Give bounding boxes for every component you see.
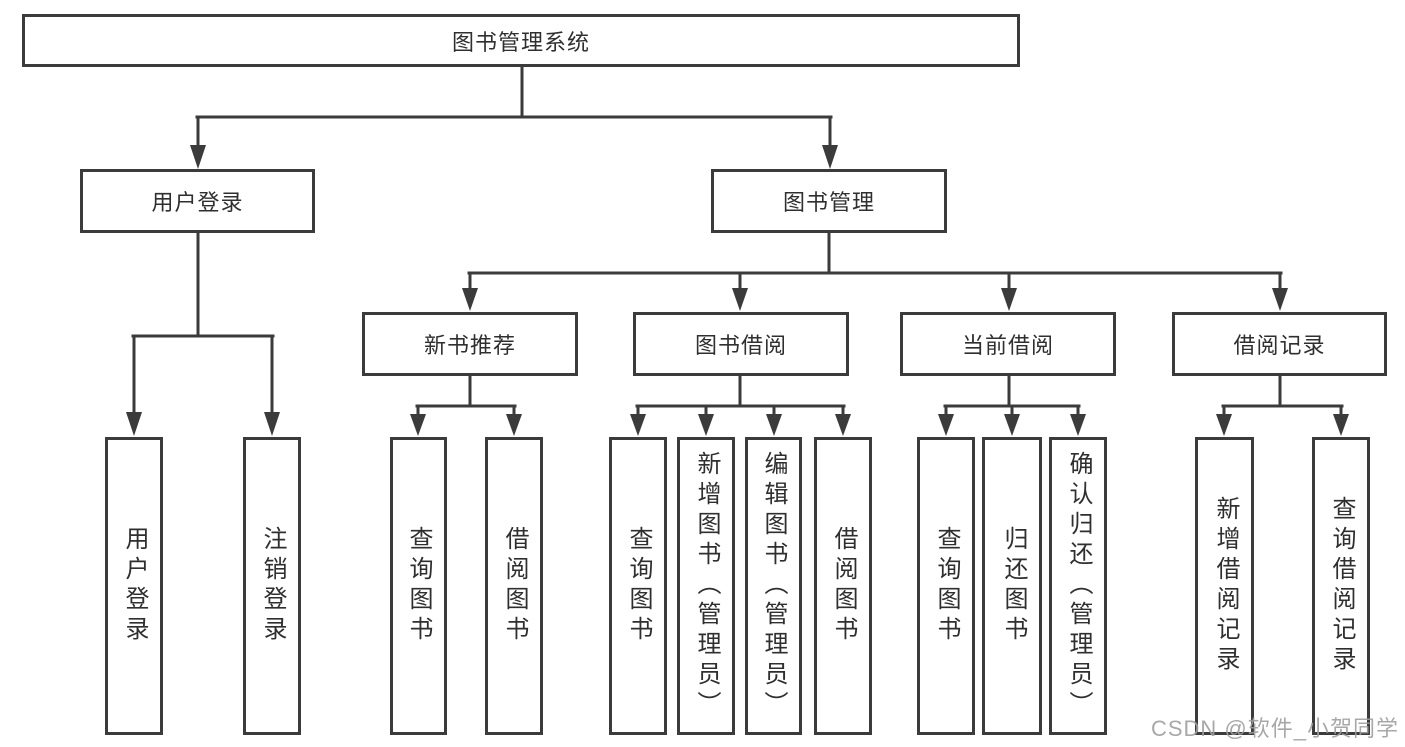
node-leaf-query-borrow-record: 查询借阅记录	[1312, 437, 1370, 735]
connector-new-book-children	[410, 374, 522, 436]
connector-book-borrow-children	[630, 374, 851, 436]
node-leaf-return-book: 归还图书	[982, 437, 1042, 735]
node-user-login-module: 用户登录	[80, 169, 315, 233]
node-book-borrow: 图书借阅	[633, 312, 849, 376]
node-leaf-query-book-3: 查询图书	[917, 437, 975, 735]
node-leaf-borrow-book-2: 借阅图书	[814, 437, 872, 735]
node-root-system: 图书管理系统	[22, 14, 1020, 67]
connector-book-mgmt-to-level3	[462, 231, 1288, 311]
node-leaf-add-book-admin: 新增图书（管理员）	[677, 437, 735, 735]
node-leaf-user-login: 用户登录	[105, 437, 163, 735]
node-leaf-add-borrow-record: 新增借阅记录	[1195, 437, 1254, 735]
csdn-watermark: CSDN @软件_小贺同学	[1150, 716, 1399, 741]
node-leaf-borrow-book-1: 借阅图书	[485, 437, 543, 735]
connector-user-login-children	[126, 231, 280, 436]
node-leaf-query-book-1: 查询图书	[390, 437, 447, 735]
connector-root-to-level2	[190, 65, 838, 169]
node-borrow-records: 借阅记录	[1172, 312, 1387, 376]
node-new-book-recommend: 新书推荐	[362, 312, 578, 376]
node-current-borrow: 当前借阅	[900, 312, 1116, 376]
connector-borrow-record-children	[1216, 374, 1349, 436]
connector-current-borrow-children	[938, 374, 1086, 436]
node-leaf-confirm-return-admin: 确认归还（管理员）	[1049, 437, 1107, 735]
node-leaf-edit-book-admin: 编辑图书（管理员）	[745, 437, 802, 735]
node-leaf-logout: 注销登录	[243, 437, 301, 735]
node-leaf-query-book-2: 查询图书	[609, 437, 667, 735]
node-book-management-module: 图书管理	[711, 169, 947, 233]
